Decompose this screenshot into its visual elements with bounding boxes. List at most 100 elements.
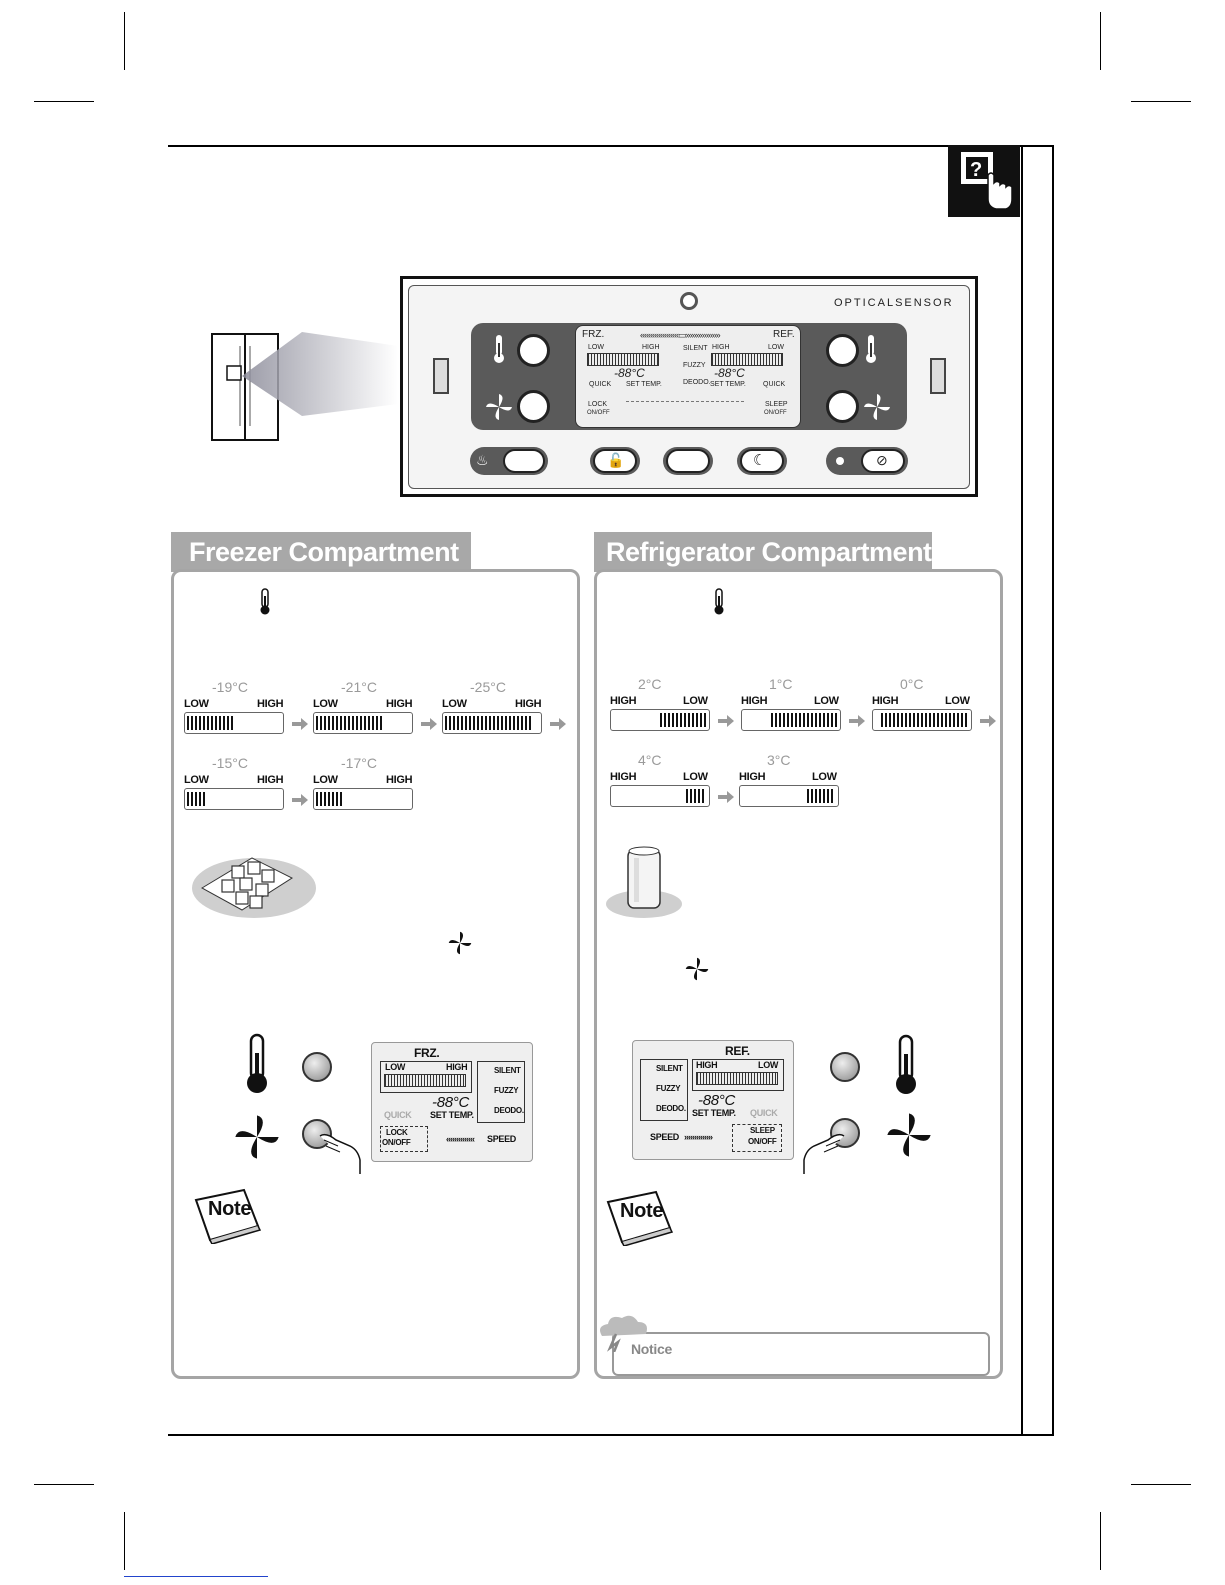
lcd-dispenser-icons bbox=[626, 401, 744, 420]
temperature-level-fill bbox=[771, 713, 837, 727]
lock-button[interactable] bbox=[593, 449, 637, 473]
refrigerator-lcd-deodo: DEODO. bbox=[656, 1104, 686, 1113]
temperature-level-bar bbox=[184, 788, 284, 810]
dispenser-select-button[interactable] bbox=[666, 449, 710, 473]
refrigerator-lcd-bar bbox=[696, 1072, 778, 1085]
water-ice-button[interactable] bbox=[503, 449, 545, 473]
lcd-high-label: HIGH bbox=[642, 344, 660, 351]
freezer-lcd-lock: LOCK bbox=[386, 1128, 408, 1137]
refrigerator-lcd-high: HIGH bbox=[696, 1060, 718, 1070]
crop-mark bbox=[1100, 1512, 1101, 1570]
fan-icon bbox=[235, 1115, 279, 1159]
freezer-lcd-silent: SILENT bbox=[494, 1066, 521, 1075]
temp-value-label: -21°C bbox=[341, 679, 377, 695]
bar-left-label: LOW bbox=[313, 698, 338, 710]
thermometer-icon bbox=[260, 588, 270, 615]
crop-mark bbox=[34, 101, 94, 102]
bar-left-label: LOW bbox=[442, 698, 467, 710]
bar-left-label: HIGH bbox=[739, 771, 766, 783]
bar-right-label: HIGH bbox=[257, 774, 284, 786]
margin-rule bbox=[1021, 145, 1023, 1436]
freezer-lcd-temp: -88°C bbox=[432, 1094, 470, 1111]
lcd-set-temp: SET TEMP. bbox=[626, 381, 662, 388]
temp-value-label: 4°C bbox=[638, 752, 662, 768]
freezer-fan-button[interactable] bbox=[302, 1119, 332, 1149]
left-slot bbox=[433, 358, 449, 394]
temperature-level-fill bbox=[881, 713, 968, 727]
temperature-level-fill bbox=[316, 716, 382, 730]
bar-left-label: LOW bbox=[184, 774, 209, 786]
lcd-lock: LOCK bbox=[588, 401, 608, 408]
bar-left-label: HIGH bbox=[610, 771, 637, 783]
freezer-panel bbox=[171, 569, 580, 1379]
thermometer-icon bbox=[866, 335, 876, 363]
refrigerator-lcd bbox=[632, 1040, 794, 1160]
temperature-level-bar bbox=[442, 712, 542, 734]
refrigerator-lcd-temp: -88°C bbox=[698, 1092, 736, 1109]
lcd-on-off: ON/OFF bbox=[764, 410, 787, 416]
pressing-hand-icon bbox=[319, 1133, 361, 1174]
refrigerator-lcd-sleep: SLEEP bbox=[750, 1126, 775, 1135]
crop-mark bbox=[1131, 1484, 1191, 1485]
freezer-fan-button[interactable] bbox=[517, 390, 550, 423]
lcd-on-off: ON/OFF bbox=[587, 410, 610, 416]
lcd-quick: QUICK bbox=[763, 381, 786, 388]
temperature-level-bar bbox=[313, 712, 413, 734]
fan-icon bbox=[685, 957, 709, 981]
bar-left-label: HIGH bbox=[741, 695, 768, 707]
refrigerator-note-label: Note bbox=[620, 1200, 664, 1222]
fan-icon bbox=[887, 1113, 931, 1157]
freezer-temp-button[interactable] bbox=[517, 334, 550, 367]
refrigerator-tab: Refrigerator Compartment bbox=[594, 532, 932, 572]
refrigerator-temp-button[interactable] bbox=[830, 1052, 860, 1082]
filter-reset-button[interactable] bbox=[861, 449, 905, 473]
temperature-level-fill bbox=[686, 789, 706, 803]
freezer-temp-button[interactable] bbox=[302, 1052, 332, 1082]
brand-label: OPTICALSENSOR bbox=[834, 297, 954, 309]
freezer-lcd-lock-box bbox=[380, 1126, 428, 1152]
lcd-speed-indicator: «««««««««‹▭›»»»»»»»» bbox=[640, 330, 721, 340]
lcd-fridge-bar bbox=[711, 353, 783, 366]
bar-right-label: HIGH bbox=[515, 698, 542, 710]
link-underline[interactable] bbox=[124, 1576, 268, 1577]
freezer-lcd-mode-box bbox=[477, 1061, 525, 1123]
fridge-temp-button[interactable] bbox=[826, 334, 859, 367]
lock-icon: 🔓 bbox=[607, 452, 625, 468]
temp-value-label: -17°C bbox=[341, 755, 377, 771]
temp-value-label: -19°C bbox=[212, 679, 248, 695]
optical-sensor-light bbox=[680, 292, 698, 310]
freezer-lcd-on-off: ON/OFF bbox=[382, 1138, 411, 1147]
lcd-frz-label: FRZ. bbox=[582, 329, 605, 340]
freezer-lcd-high: HIGH bbox=[446, 1062, 468, 1072]
freezer-lcd-set-temp: SET TEMP. bbox=[430, 1110, 474, 1120]
freezer-lcd bbox=[371, 1042, 533, 1162]
temp-value-label: -25°C bbox=[470, 679, 506, 695]
lcd-display bbox=[575, 325, 801, 428]
temperature-level-fill bbox=[316, 792, 344, 806]
fridge-fan-button[interactable] bbox=[826, 390, 859, 423]
lcd-silent: SILENT bbox=[683, 345, 708, 352]
arrow-right-icon bbox=[718, 715, 734, 727]
bar-right-label: LOW bbox=[683, 695, 708, 707]
refrigerator-panel bbox=[594, 569, 1003, 1379]
lcd-deodo: DEODO. bbox=[683, 379, 711, 386]
sleep-button[interactable] bbox=[740, 449, 784, 473]
temp-value-label: 2°C bbox=[638, 676, 662, 692]
storm-cloud-icon bbox=[600, 1315, 647, 1352]
thermometer-icon bbox=[494, 335, 504, 363]
notice-box bbox=[612, 1332, 990, 1376]
temperature-level-bar bbox=[872, 709, 972, 731]
arrow-right-icon bbox=[980, 715, 996, 727]
bar-left-label: LOW bbox=[313, 774, 338, 786]
refrigerator-illustration bbox=[211, 332, 398, 441]
refrigerator-lcd-quick: QUICK bbox=[750, 1108, 778, 1118]
ice-tray-illustration bbox=[192, 857, 316, 918]
refrigerator-lcd-on-off: ON/OFF bbox=[748, 1137, 777, 1146]
bar-left-label: LOW bbox=[184, 698, 209, 710]
bar-right-label: HIGH bbox=[386, 774, 413, 786]
lcd-high-label: HIGH bbox=[712, 344, 730, 351]
refrigerator-lcd-fuzzy: FUZZY bbox=[656, 1084, 681, 1093]
lcd-freezer-bar bbox=[587, 353, 659, 366]
fan-icon bbox=[486, 394, 512, 420]
no-filter-icon: ⊘ bbox=[876, 452, 888, 468]
